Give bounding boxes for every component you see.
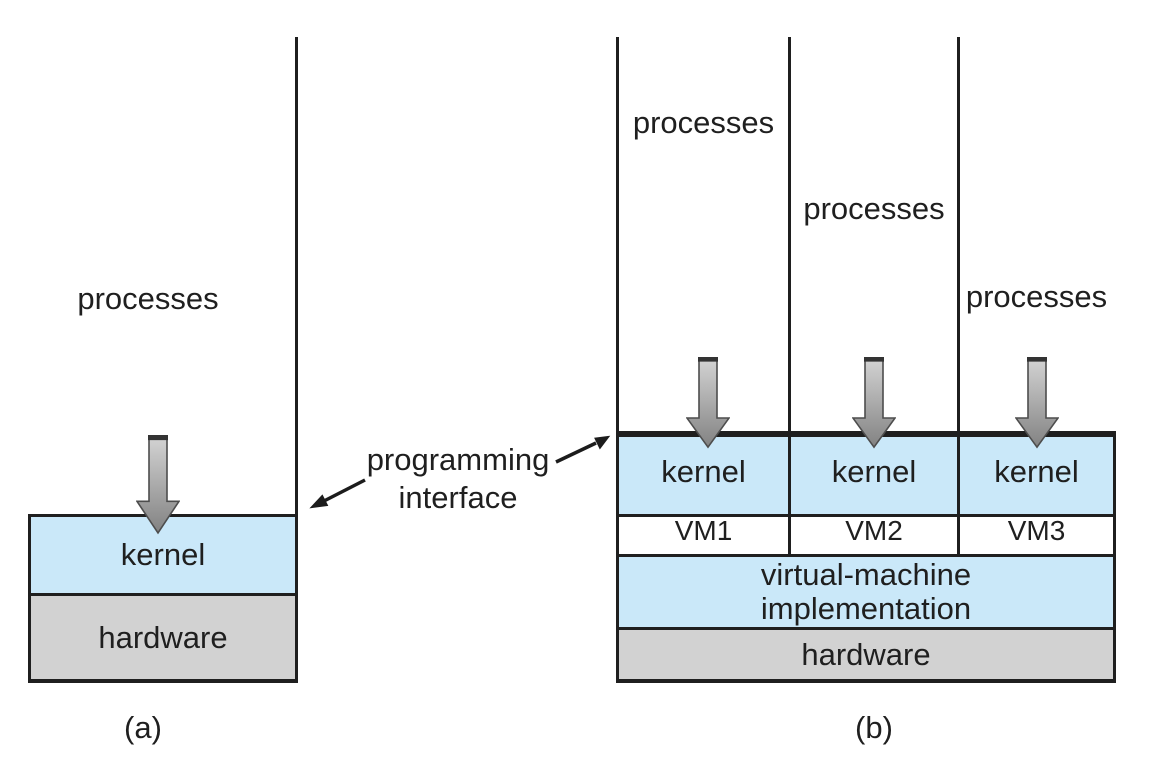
panel-b-divider-line-2 [957, 37, 960, 557]
panel-b-col3-kernel-label: kernel [994, 454, 1079, 489]
panel-a-hardware-layer: hardware [31, 596, 295, 679]
panel-b-col2-kernel-label: kernel [831, 454, 917, 489]
panel-a-right-boundary-line [295, 37, 298, 683]
panel-b-col2-processes-label: processes [803, 191, 945, 226]
annotation-line1: programming [366, 442, 550, 477]
panel-b-col1-vm-label: VM1 [674, 515, 733, 546]
down-arrow-icon [136, 435, 180, 535]
down-arrow-icon [852, 356, 896, 449]
panel-b-col3-vm-label: VM3 [1007, 515, 1066, 546]
down-arrow-icon [1015, 356, 1059, 449]
panel-b-left-boundary-line [616, 37, 619, 437]
panel-b-hardware-layer: hardware [619, 630, 1113, 679]
down-arrow-icon [686, 356, 730, 449]
panel-a-layer-stack: kernel hardware [28, 514, 298, 683]
panel-b-kernel-band [619, 437, 1113, 514]
panel-a-kernel-label: kernel [120, 537, 206, 572]
programming-interface-annotation: programming interface [358, 441, 558, 517]
vm-impl-line1: virtual-machine [760, 557, 972, 592]
panel-b-col1-kernel-label: kernel [661, 454, 746, 489]
panel-a-processes-label: processes [77, 281, 219, 316]
panel-b-vm-implementation-layer: virtual-machine implementation [619, 557, 1113, 630]
panel-b-col1-processes-label: processes [632, 105, 775, 140]
panel-b-hardware-label: hardware [801, 636, 931, 672]
panel-b-layer-stack: virtual-machine implementation hardware [616, 431, 1116, 683]
annotation-line2: interface [398, 480, 518, 515]
panel-b-vm-band [619, 514, 1113, 557]
panel-a-hardware-label: hardware [98, 619, 228, 655]
panel-a-kernel-layer: kernel [31, 517, 295, 596]
panel-b-caption: (b) [855, 710, 893, 745]
panel-a-caption: (a) [124, 710, 162, 745]
panel-b-divider-line-1 [788, 37, 791, 557]
panel-b-col2-vm-label: VM2 [845, 515, 903, 546]
vm-impl-line2: implementation [760, 591, 972, 626]
panel-b-col3-processes-label: processes [965, 279, 1108, 314]
